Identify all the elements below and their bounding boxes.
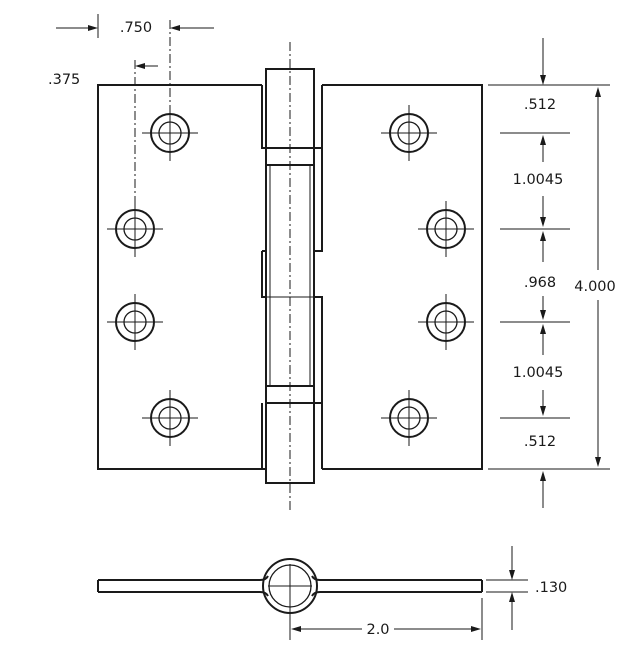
screw-hole-lower-right (418, 294, 474, 350)
dimension-label-half-width: 2.0 (366, 622, 389, 638)
dimension-label-overall-height: 4.000 (574, 279, 616, 295)
dimension-label-bottom-margin: .512 (524, 434, 556, 450)
screw-hole-bottom-right (381, 390, 437, 446)
hinge-front-view (97, 20, 483, 512)
screw-hole-bottom-left (142, 390, 198, 446)
screw-hole-top-right (381, 105, 437, 161)
hinge-end-view (97, 558, 483, 640)
vertical-dimension-chain: .512 1.0045 .968 1.0045 .512 4.000 (488, 38, 616, 508)
dimension-label-leaf-thickness: .130 (535, 580, 567, 596)
dimension-leaf-thickness: .130 (486, 546, 567, 630)
dimension-label-spacing-upper: 1.0045 (513, 172, 564, 188)
dimension-hole-spacing: .750 (56, 14, 214, 38)
left-leaf-outline (97, 84, 262, 470)
dimension-label-spacing-middle: .968 (524, 275, 556, 291)
dimension-label-spacing-lower: 1.0045 (513, 365, 564, 381)
right-leaf-outline (322, 84, 483, 470)
screw-hole-lower-left (107, 294, 163, 350)
dimension-label-hole-spacing: .750 (120, 20, 152, 36)
hinge-knuckle (261, 68, 323, 484)
dimension-label-edge-offset: .375 (48, 72, 80, 88)
dimension-label-top-margin: .512 (524, 97, 556, 113)
dimension-half-width: 2.0 (291, 598, 483, 640)
dimension-edge-offset: .375 (48, 63, 158, 88)
screw-hole-upper-right (418, 201, 474, 257)
